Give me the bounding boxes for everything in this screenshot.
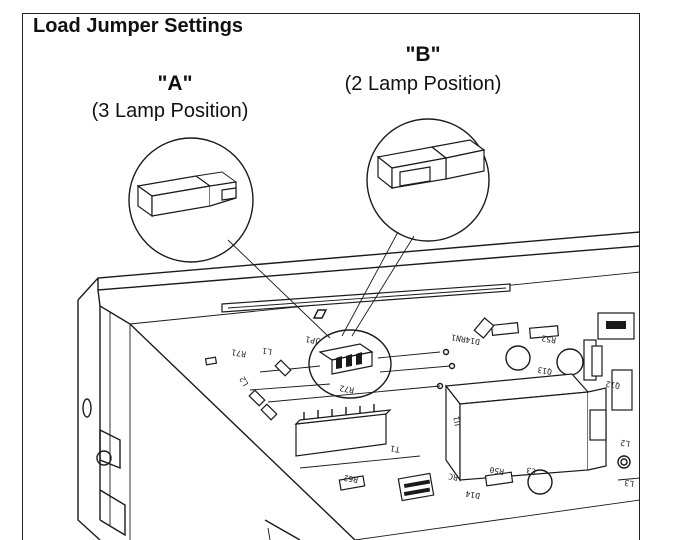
callout-b-title: "B" [405,43,441,66]
callout-a-zoom [128,137,254,263]
label-l2-right: L2 [620,438,631,449]
label-q12: Q12 [605,379,621,390]
label-rc: RC [448,471,459,482]
board-slot [221,283,511,319]
callout-b-subtitle: (2 Lamp Position) [344,73,502,95]
label-r72: R72 [339,383,355,394]
jumper-jp1 [308,329,392,399]
label-jp1: JP1 [305,334,321,345]
enclosure [77,231,641,540]
label-d14: D14 [465,489,481,500]
label-r71: R71 [231,347,247,358]
label-l2: L2 [238,375,251,388]
label-r52: R52 [541,333,557,344]
callout-a-title: "A" [157,72,193,95]
label-l3: L3 [624,478,635,489]
leader-line-b [341,231,399,337]
label-r62: R62 [343,473,359,484]
label-d14rn1: D14RN1 [450,332,480,346]
board-components [204,312,641,502]
label-t1: T1 [390,443,401,454]
label-r50: R50 [489,465,505,476]
callout-b-zoom [366,118,490,242]
label-l1: L1 [262,346,273,357]
leader-line-a [227,239,331,339]
board-labels: JP1 R71 L1 L2 R72 D14RN1 R52 Q13 Q12 U1 … [231,332,635,500]
figure-title: Load Jumper Settings [33,15,244,37]
label-u1: U1 [452,415,463,426]
label-c3: C3 [526,465,537,476]
label-q13: Q13 [537,365,553,376]
callout-a-subtitle: (3 Lamp Position) [91,100,249,122]
